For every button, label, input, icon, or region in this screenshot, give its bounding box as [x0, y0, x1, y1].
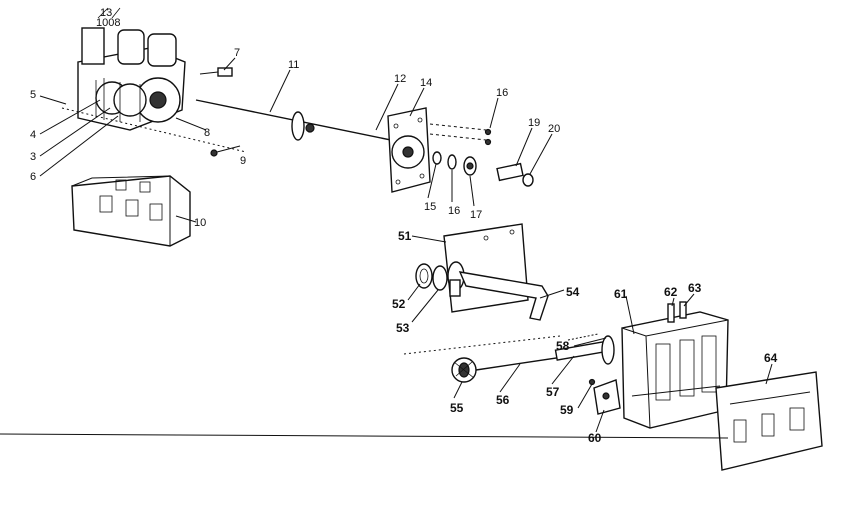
label-part-10: 10 [194, 217, 206, 229]
part-64-cover [715, 371, 823, 471]
label-part-14: 14 [420, 77, 432, 89]
part-57-spindle [554, 333, 615, 365]
label-part-54: 54 [566, 285, 580, 299]
label-part-19: 19 [528, 117, 540, 129]
label-part-63: 63 [688, 281, 702, 295]
part-60-plate [588, 378, 621, 415]
label-part-59: 59 [560, 403, 574, 417]
label-part-3: 3 [30, 151, 36, 163]
part-51-plate [443, 223, 529, 313]
part-19-bushing [496, 162, 534, 187]
label-part-4: 4 [30, 129, 36, 141]
part-10-guard [71, 175, 191, 247]
label-part-53: 53 [396, 321, 410, 335]
label-part-58: 58 [556, 339, 570, 353]
label-part-13: 13 [100, 7, 112, 19]
part-61-housing [621, 311, 729, 429]
part-63-pin [679, 301, 687, 319]
part-52-ring [415, 263, 433, 289]
label-part-60: 60 [588, 431, 602, 445]
label-part-62: 62 [664, 285, 678, 299]
label-part-51: 51 [398, 229, 412, 243]
part-labels: 5 4 3 6 7 8 9 10 11 12 13 14 15 16 16 17… [30, 7, 778, 445]
label-part-7: 7 [234, 47, 240, 59]
label-part-8: 8 [204, 127, 210, 139]
label-part-15: 15 [424, 201, 436, 213]
part-54-bracket [458, 271, 549, 321]
part-55-knob [451, 357, 477, 383]
part-9-pin [210, 145, 241, 157]
leader-lines [39, 57, 773, 433]
part-14-plate [387, 107, 431, 193]
side-text: 1008 [96, 17, 120, 29]
label-part-57: 57 [546, 385, 560, 399]
label-part-17: 17 [470, 209, 482, 221]
label-part-56: 56 [496, 393, 510, 407]
part-15-17-washers [432, 151, 477, 176]
gear-assembly: 1008 [77, 7, 186, 131]
label-part-55: 55 [450, 401, 464, 415]
label-part-12: 12 [394, 73, 406, 85]
label-part-6: 6 [30, 171, 36, 183]
label-part-16-upper: 16 [496, 87, 508, 99]
part-11-shaft [195, 99, 421, 147]
label-part-11: 11 [288, 59, 299, 71]
part-62-pin [667, 303, 675, 323]
label-part-52: 52 [392, 297, 406, 311]
label-part-64: 64 [764, 351, 778, 365]
part-7-screw [199, 67, 233, 77]
label-part-5: 5 [30, 89, 36, 101]
label-part-9: 9 [240, 155, 246, 167]
label-part-61: 61 [614, 287, 628, 301]
part-53-ring [432, 265, 448, 291]
label-part-16-lower: 16 [448, 205, 460, 217]
label-part-20: 20 [548, 123, 560, 135]
part-16-screws [429, 123, 492, 146]
